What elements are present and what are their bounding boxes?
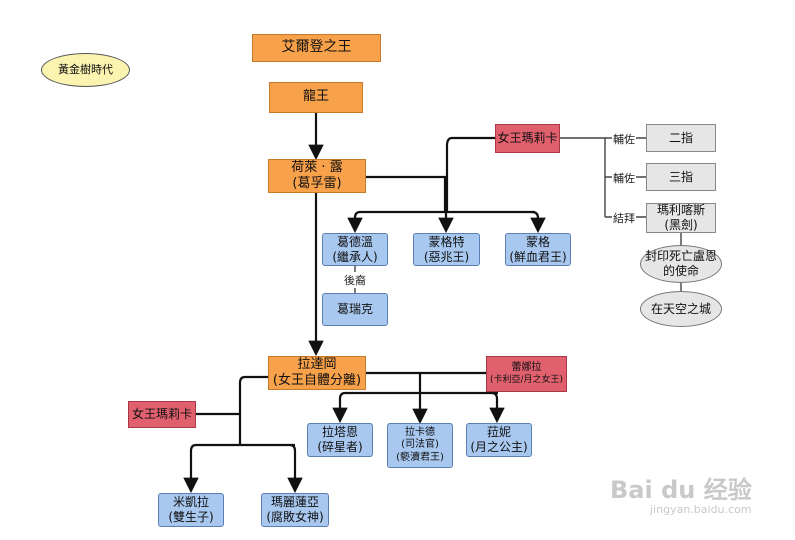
node-godfrey: 荷萊 · 露 (葛孚雷) <box>268 159 366 193</box>
edge-marika-children <box>445 136 495 212</box>
radahn-alias: (碎星者) <box>317 440 363 454</box>
mission-line-2: 的使命 <box>662 264 699 278</box>
node-rennala: 蕾娜拉 (卡利亞/月之女王) <box>486 356 567 392</box>
node-rykard: 拉卡德 (司法官) (褻瀆君王) <box>387 423 453 468</box>
node-radahn: 拉塔恩 (碎星者) <box>307 423 373 457</box>
node-maliketh: 瑪利喀斯 (黑劍) <box>646 203 716 233</box>
era-ellipse: 黃金樹時代 <box>41 53 130 87</box>
node-malenia: 瑪麗蓮亞 (腐敗女神) <box>261 493 329 527</box>
node-radagon: 拉達岡 (女王自體分離) <box>268 356 366 390</box>
node-mohg: 蒙格 (鮮血君王) <box>505 233 571 266</box>
page-title: 艾爾登之王 <box>281 39 352 56</box>
rykard-alias-1: (司法官) <box>401 439 439 451</box>
ranni-name: 菈妮 <box>486 425 511 439</box>
sky-city-label: 在天空之城 <box>650 301 711 316</box>
dragon-king-label: 龍王 <box>302 89 329 105</box>
godwyn-name: 葛德溫 <box>336 234 373 249</box>
godfrey-alias: (葛孚雷) <box>292 176 342 191</box>
node-ranni: 菈妮 (月之公主) <box>466 423 532 457</box>
mission-line-1: 封印死亡盧恩 <box>644 249 717 263</box>
godfrey-name: 荷萊 · 露 <box>291 159 343 175</box>
era-label: 黃金樹時代 <box>58 63 113 77</box>
node-godwyn: 葛德溫 (繼承人) <box>322 233 388 266</box>
node-two-fingers: 二指 <box>646 124 716 152</box>
godrick-label: 葛瑞克 <box>336 302 373 316</box>
malenia-name: 瑪麗蓮亞 <box>270 495 319 509</box>
two-fingers-label: 二指 <box>668 130 693 145</box>
rykard-alias-2: (褻瀆君王) <box>396 451 444 463</box>
maliketh-alias: (黑劍) <box>664 218 698 232</box>
node-marika-top: 女王瑪莉卡 <box>495 124 560 153</box>
edge-godfrey-children <box>366 175 447 212</box>
godwyn-alias: (繼承人) <box>332 249 378 264</box>
radagon-name: 拉達岡 <box>297 356 337 372</box>
radahn-name: 拉塔恩 <box>321 425 358 439</box>
node-sky-city: 在天空之城 <box>640 291 722 327</box>
edge-label-descendant: 後裔 <box>343 272 367 288</box>
mohg-alias: (鮮血君王) <box>509 249 567 264</box>
node-three-fingers: 三指 <box>646 163 716 191</box>
mohg-name: 蒙格 <box>525 234 550 249</box>
watermark-url: jingyan.baidu.com <box>650 503 752 516</box>
rennala-name: 蕾娜拉 <box>511 362 542 374</box>
node-morgott: 蒙格特 (惡兆王) <box>413 233 480 266</box>
marika-left-label: 女王瑪莉卡 <box>131 407 192 421</box>
morgott-alias: (惡兆王) <box>423 249 470 264</box>
node-miquella: 米凱拉 (雙生子) <box>158 493 224 527</box>
edge-label-sworn: 結拜 <box>612 210 636 226</box>
node-mission: 封印死亡盧恩 的使命 <box>640 245 722 283</box>
rennala-alias: (卡利亞/月之女王) <box>489 374 564 385</box>
morgott-name: 蒙格特 <box>428 234 465 249</box>
watermark-brand: Bai du 经验 <box>610 476 752 504</box>
rykard-name: 拉卡德 <box>405 426 435 438</box>
edge-label-assist-1: 輔佐 <box>612 131 636 147</box>
node-godrick: 葛瑞克 <box>322 293 388 326</box>
node-marika-left: 女王瑪莉卡 <box>128 401 196 428</box>
miquella-name: 米凱拉 <box>172 495 209 509</box>
radagon-alias: (女王自體分離) <box>272 373 362 388</box>
title-node: 艾爾登之王 <box>252 34 381 62</box>
node-dragon-king: 龍王 <box>269 82 363 113</box>
edge-label-assist-2: 輔佐 <box>612 170 636 186</box>
malenia-alias: (腐敗女神) <box>266 510 324 524</box>
three-fingers-label: 三指 <box>668 169 693 184</box>
miquella-alias: (雙生子) <box>168 510 214 524</box>
edge-radagon-marika <box>238 375 268 445</box>
ranni-alias: (月之公主) <box>470 440 528 454</box>
maliketh-name: 瑪利喀斯 <box>656 203 705 217</box>
marika-top-label: 女王瑪莉卡 <box>497 131 558 145</box>
